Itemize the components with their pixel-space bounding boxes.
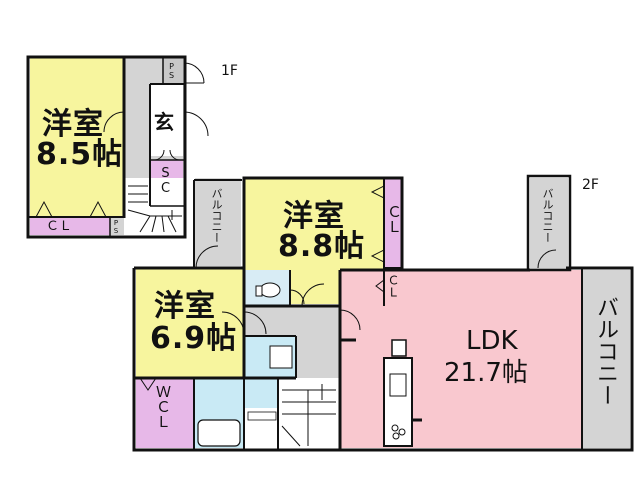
- balcony-left-area: [195, 178, 241, 266]
- entrance-area: [150, 84, 183, 156]
- shoe-closet-label: SC: [158, 166, 173, 196]
- room-8-5-floor: [30, 58, 124, 218]
- room-6-9-floor: [136, 268, 244, 378]
- closet-1f: [30, 217, 110, 235]
- floor-label-2f: 2F: [582, 177, 599, 193]
- balcony-right-label: バルコニー: [593, 296, 618, 406]
- ldk-name: LDK: [466, 326, 518, 356]
- closet-small-label: ＣＬ: [386, 274, 400, 298]
- ps-box-top: [163, 58, 183, 84]
- room-69-size: 6.9帖: [150, 321, 238, 356]
- ps-box-bottom: [110, 217, 124, 235]
- ldk-floor: [340, 270, 582, 448]
- walk-in-closet: [136, 378, 194, 448]
- balcony-right-area: [582, 270, 630, 448]
- room-88-name: 洋室: [283, 199, 345, 234]
- room-88-size: 8.8帖: [278, 229, 366, 264]
- closet-large-label: ＣＬ: [385, 204, 403, 234]
- closet-large: [384, 178, 402, 268]
- wcl-label: ＷＣＬ: [154, 384, 172, 429]
- balcony-left-label: バルコニー: [210, 188, 223, 243]
- entrance-label: 玄: [154, 110, 174, 134]
- ps-label-top: PS: [167, 62, 176, 80]
- room-69-name: 洋室: [154, 289, 216, 324]
- closet-1f-label: ＣＬ: [46, 219, 73, 234]
- balcony-mid-label: バルコニー: [541, 188, 554, 243]
- floor-label-1f: 1F: [221, 63, 238, 79]
- ps-label-bottom: PS: [112, 219, 120, 235]
- room-1f-size: 8.5帖: [36, 137, 124, 172]
- room-1f-name: 洋室: [42, 107, 104, 142]
- balcony-mid-area: [530, 178, 568, 270]
- ldk-size: 21.7帖: [444, 358, 528, 388]
